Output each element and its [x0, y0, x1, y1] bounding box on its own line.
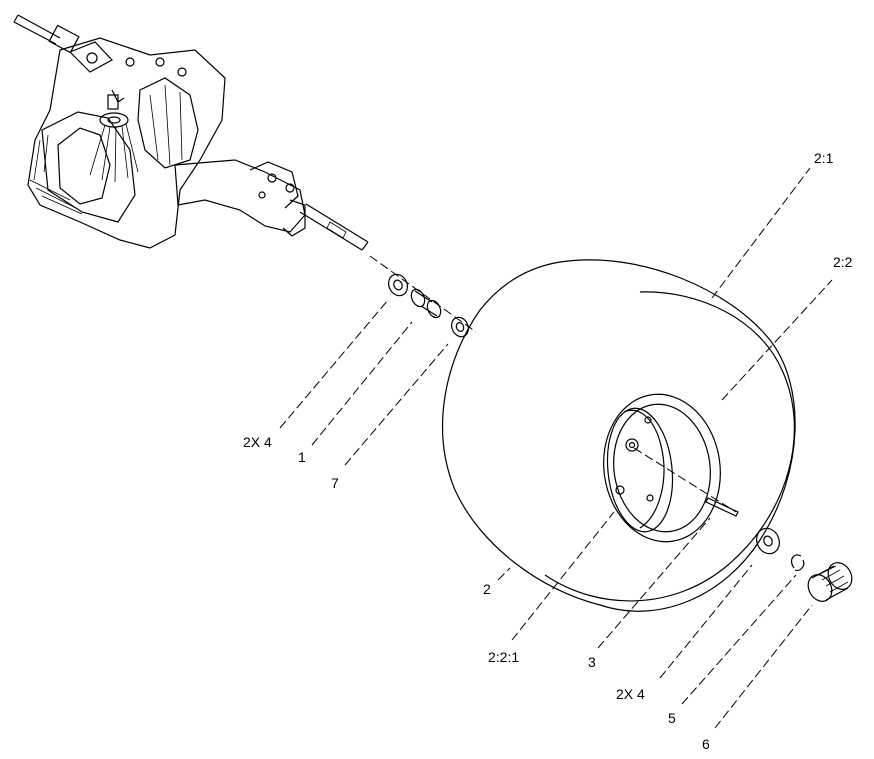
callout-washer-small: 7 [331, 475, 339, 491]
transaxle-drawing [13, 14, 369, 251]
key [705, 497, 739, 517]
spacer-bushing [410, 288, 442, 319]
tire [441, 259, 796, 612]
rim [606, 407, 674, 533]
washer-small [451, 316, 469, 338]
washer-left [388, 273, 408, 297]
callout-rim: 2:2 [833, 254, 853, 270]
callout-wheel: 2 [483, 581, 491, 597]
retaining-ring [790, 554, 805, 571]
callout-valve-stem: 2:2:1 [488, 649, 519, 665]
callout-retaining-ring: 5 [668, 710, 676, 726]
callout-washer-left: 2X 4 [243, 434, 272, 450]
leader-lines [279, 167, 833, 729]
callout-key: 3 [588, 654, 596, 670]
axle-cap [807, 562, 853, 602]
callout-tire-assembly: 2:1 [814, 150, 834, 166]
washer-right [756, 527, 780, 555]
wheel-centerline [633, 447, 737, 513]
callout-cap: 6 [702, 736, 710, 752]
callout-spacer: 1 [298, 449, 306, 465]
callout-washer-right: 2X 4 [616, 686, 645, 702]
